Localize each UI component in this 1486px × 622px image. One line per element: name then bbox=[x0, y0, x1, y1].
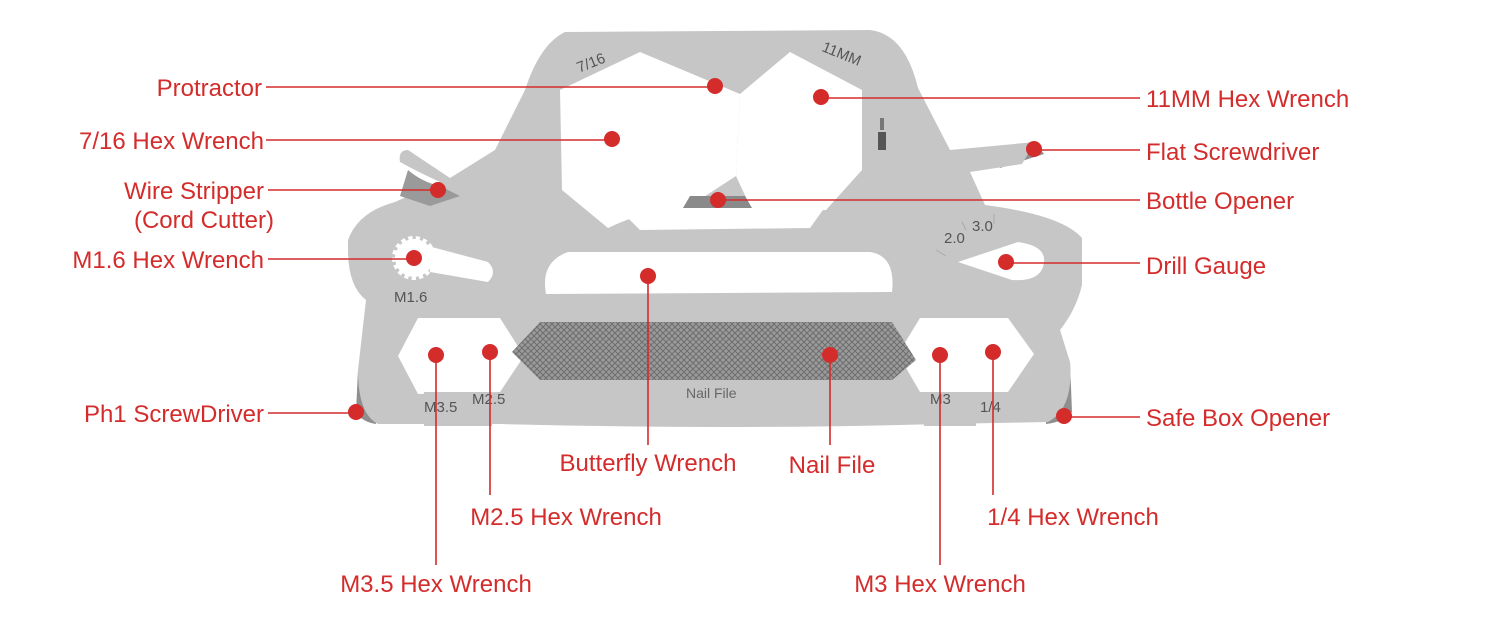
marker-dots bbox=[348, 78, 1072, 424]
dot-ph1 bbox=[348, 404, 364, 420]
label-m25-hex: M2.5 Hex Wrench bbox=[470, 504, 662, 531]
label-safe-box-opener: Safe Box Opener bbox=[1146, 405, 1330, 432]
label-protractor: Protractor bbox=[157, 75, 262, 102]
dot-quarter bbox=[985, 344, 1001, 360]
label-flat-screwdriver: Flat Screwdriver bbox=[1146, 139, 1319, 166]
label-nail-file: Nail File bbox=[789, 452, 876, 479]
label-wire-stripper-line1: Wire Stripper bbox=[124, 178, 264, 205]
dot-11mm bbox=[813, 89, 829, 105]
dot-butterfly bbox=[640, 268, 656, 284]
nail-file-surface bbox=[512, 322, 916, 380]
etched-m16: M1.6 bbox=[394, 289, 427, 306]
etched-m35: M3.5 bbox=[424, 399, 457, 416]
gauge-tick-1 bbox=[935, 249, 947, 257]
hex-cutout-11mm bbox=[736, 52, 862, 211]
dot-drill-gauge bbox=[998, 254, 1014, 270]
dot-protractor bbox=[707, 78, 723, 94]
dot-m16 bbox=[406, 250, 422, 266]
etched-gauge-30: 3.0 bbox=[972, 218, 993, 235]
keyhole-top bbox=[880, 118, 884, 130]
label-drill-gauge: Drill Gauge bbox=[1146, 253, 1266, 280]
m3-tab bbox=[924, 392, 976, 426]
label-11mm-hex: 11MM Hex Wrench bbox=[1146, 86, 1349, 113]
wire-stripper-slot bbox=[400, 170, 460, 206]
m16-arm-cutout bbox=[428, 246, 493, 282]
gauge-tick-2 bbox=[961, 221, 967, 231]
dot-hex716 bbox=[604, 131, 620, 147]
label-wire-stripper-line2: (Cord Cutter) bbox=[134, 207, 274, 234]
leader-lines bbox=[266, 86, 1140, 565]
keyhole-slot bbox=[878, 132, 886, 150]
dot-m3 bbox=[932, 347, 948, 363]
hex-cutout-716 bbox=[560, 52, 740, 228]
label-hex716: 7/16 Hex Wrench bbox=[79, 128, 264, 155]
label-butterfly-wrench: Butterfly Wrench bbox=[560, 450, 737, 477]
label-m3-hex: M3 Hex Wrench bbox=[854, 571, 1026, 598]
multitool-body bbox=[348, 30, 1082, 427]
etched-nail-file: Nail File bbox=[686, 385, 737, 401]
label-quarter-hex: 1/4 Hex Wrench bbox=[987, 504, 1159, 531]
dot-nail-file bbox=[822, 347, 838, 363]
etched-m25: M2.5 bbox=[472, 391, 505, 408]
etched-gauge-20: 2.0 bbox=[944, 230, 965, 247]
dot-bottle-opener bbox=[710, 192, 726, 208]
hex-cutout-right-pair bbox=[898, 318, 1034, 392]
dot-m25 bbox=[482, 344, 498, 360]
label-ph1: Ph1 ScrewDriver bbox=[84, 401, 264, 428]
label-m16-hex: M1.6 Hex Wrench bbox=[72, 247, 264, 274]
dot-wire-stripper bbox=[430, 182, 446, 198]
dot-flat-screwdriver bbox=[1026, 141, 1042, 157]
hex-cutout-bottom bbox=[610, 200, 830, 230]
dot-m35 bbox=[428, 347, 444, 363]
dot-safe-box bbox=[1056, 408, 1072, 424]
etched-quarter: 1/4 bbox=[980, 399, 1001, 416]
label-bottle-opener: Bottle Opener bbox=[1146, 188, 1294, 215]
label-m35-hex: M3.5 Hex Wrench bbox=[340, 571, 532, 598]
callout-labels: Protractor 7/16 Hex Wrench Wire Stripper… bbox=[72, 75, 1349, 598]
butterfly-wrench-slot bbox=[544, 252, 893, 294]
hex-cutout-left-pair bbox=[398, 318, 524, 394]
